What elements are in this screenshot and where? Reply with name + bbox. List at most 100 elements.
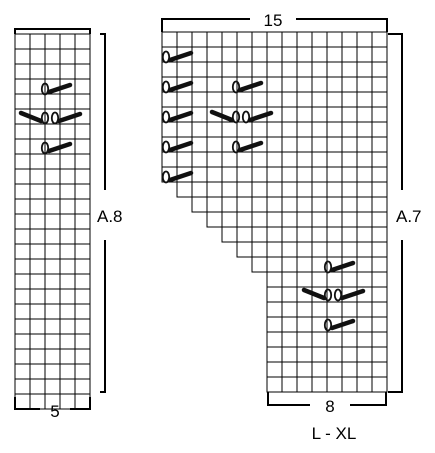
- grid-cell: [371, 181, 388, 198]
- chart-a8-grid: [14, 33, 91, 410]
- grid-cell: [356, 241, 373, 258]
- grid-cell: [266, 361, 283, 378]
- yarn-over-symbol: [241, 110, 251, 124]
- grid-cell: [296, 91, 313, 108]
- grid-cell: [356, 166, 373, 183]
- grid-cell: [206, 31, 223, 48]
- grid-cell: [59, 273, 76, 290]
- grid-cell: [29, 213, 46, 230]
- grid-cell: [44, 33, 61, 50]
- decrease-symbol: [167, 170, 194, 183]
- decrease-symbol: [167, 110, 194, 123]
- grid-cell: [206, 136, 223, 153]
- grid-cell: [326, 241, 343, 258]
- chart-a7-bottom-bracket: [267, 392, 387, 406]
- decrease-symbol: [237, 140, 264, 153]
- grid-cell: [236, 196, 253, 213]
- grid-cell: [29, 33, 46, 50]
- grid-cell: [296, 166, 313, 183]
- grid-cell: [356, 361, 373, 378]
- grid-cell: [311, 46, 328, 63]
- grid-cell: [281, 121, 298, 138]
- grid-cell: [59, 318, 76, 335]
- grid-cell: [59, 258, 76, 275]
- grid-cell: [281, 136, 298, 153]
- grid-cell: [371, 46, 388, 63]
- grid-cell: [356, 196, 373, 213]
- grid-cell: [371, 256, 388, 273]
- grid-cell: [356, 46, 373, 63]
- grid-cell: [14, 78, 31, 95]
- grid-cell: [14, 348, 31, 365]
- grid-cell: [296, 376, 313, 393]
- grid-cell: [59, 153, 76, 170]
- grid-cell: [74, 48, 91, 65]
- grid-cell: [59, 63, 76, 80]
- grid-cell: [29, 243, 46, 260]
- grid-cell: [29, 273, 46, 290]
- grid-cell: [266, 346, 283, 363]
- chart-a8-width-label: 5: [50, 402, 59, 421]
- grid-cell: [296, 241, 313, 258]
- grid-cell: [14, 48, 31, 65]
- grid-cell: [221, 181, 238, 198]
- chart-a8-symbols: [18, 82, 83, 155]
- grid-cell: [356, 346, 373, 363]
- grid-cell: [161, 121, 178, 138]
- grid-cell: [326, 196, 343, 213]
- grid-cell: [311, 121, 328, 138]
- chart-a8-width-bracket: [14, 397, 91, 410]
- grid-cell: [191, 121, 208, 138]
- grid-cell: [341, 301, 358, 318]
- grid-cell: [29, 183, 46, 200]
- grid-cell: [341, 241, 358, 258]
- grid-cell: [266, 271, 283, 288]
- grid-cell: [266, 316, 283, 333]
- grid-cell: [371, 31, 388, 48]
- grid-cell: [356, 301, 373, 318]
- grid-cell: [341, 211, 358, 228]
- grid-cell: [356, 121, 373, 138]
- grid-cell: [191, 136, 208, 153]
- grid-cell: [44, 93, 61, 110]
- grid-cell: [14, 378, 31, 395]
- grid-cell: [59, 288, 76, 305]
- grid-cell: [161, 61, 178, 78]
- decrease-symbol: [18, 110, 44, 124]
- grid-cell: [14, 183, 31, 200]
- grid-cell: [44, 303, 61, 320]
- grid-cell: [59, 198, 76, 215]
- grid-cell: [341, 196, 358, 213]
- grid-cell: [74, 168, 91, 185]
- grid-cell: [326, 301, 343, 318]
- grid-cell: [341, 91, 358, 108]
- grid-cell: [221, 121, 238, 138]
- grid-cell: [206, 181, 223, 198]
- grid-cell: [59, 363, 76, 380]
- grid-cell: [326, 346, 343, 363]
- grid-cell: [74, 123, 91, 140]
- decrease-symbol: [329, 318, 356, 331]
- grid-cell: [266, 61, 283, 78]
- grid-cell: [341, 61, 358, 78]
- grid-cell: [206, 151, 223, 168]
- grid-cell: [311, 76, 328, 93]
- grid-cell: [206, 166, 223, 183]
- grid-cell: [326, 361, 343, 378]
- grid-cell: [14, 63, 31, 80]
- grid-cell: [266, 121, 283, 138]
- grid-cell: [356, 256, 373, 273]
- grid-cell: [341, 106, 358, 123]
- grid-cell: [356, 136, 373, 153]
- grid-cell: [206, 76, 223, 93]
- grid-cell: [74, 363, 91, 380]
- decrease-symbol: [46, 82, 73, 95]
- grid-cell: [251, 211, 268, 228]
- grid-cell: [281, 256, 298, 273]
- grid-cell: [311, 91, 328, 108]
- grid-cell: [176, 61, 193, 78]
- grid-cell: [281, 61, 298, 78]
- grid-cell: [206, 61, 223, 78]
- grid-cell: [44, 378, 61, 395]
- grid-cell: [176, 181, 193, 198]
